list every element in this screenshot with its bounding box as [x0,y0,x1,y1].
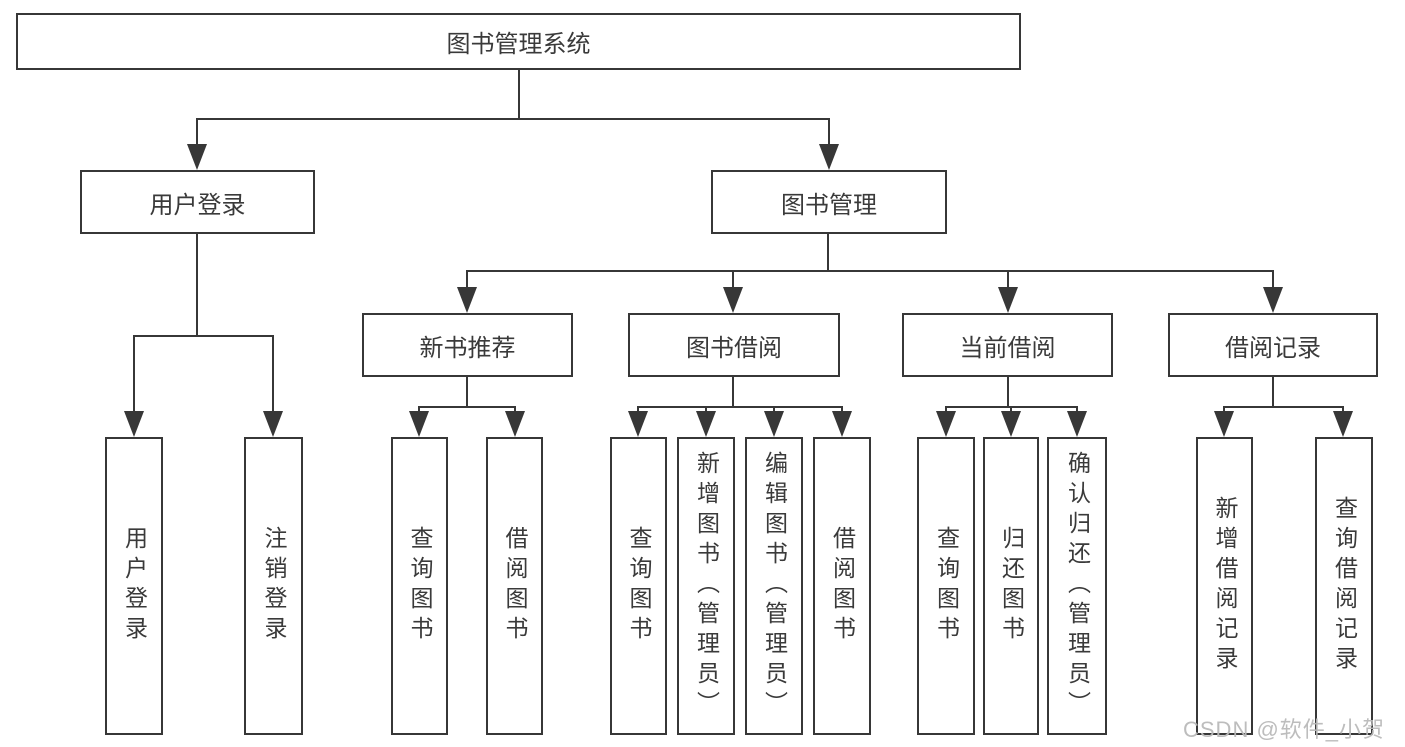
arrow-head-icon [457,287,477,313]
leaf-label: 查询图书 [626,526,652,646]
leaf-borrow-books: 借阅图书 [813,437,871,735]
leaf-label: 新增借阅记录 [1212,496,1238,676]
connector-line [1010,406,1012,414]
connector-line [1076,406,1078,414]
connector-line [637,406,639,414]
leaf-label: 用户登录 [121,526,148,646]
arrow-head-icon [263,411,283,437]
connector-line [1342,406,1344,414]
connector-line [466,377,468,408]
leaf-query-borrow-record: 查询借阅记录 [1315,437,1373,735]
arrow-head-icon [723,287,743,313]
connector-line [841,406,843,414]
connector-line [196,118,198,146]
connector-line [945,406,947,414]
node-label: 借阅记录 [1225,334,1321,362]
leaf-query-books-borrow: 查询图书 [610,437,667,735]
arrow-head-icon [1067,411,1087,437]
arrow-head-icon [1333,411,1353,437]
connector-line [732,377,734,408]
leaf-label: 借阅图书 [829,526,856,646]
leaf-confirm-return-admin: 确认归还（管理员） [1047,437,1107,735]
leaf-label: 注销登录 [261,526,287,646]
connector-line [1007,270,1009,290]
arrow-head-icon [832,411,852,437]
connector-line [466,270,468,290]
arrow-head-icon [505,411,525,437]
node-book-borrow: 图书借阅 [628,313,840,377]
arrow-head-icon [124,411,144,437]
node-root-label: 图书管理系统 [446,31,591,58]
connector-line [1223,406,1344,408]
leaf-label: 编辑图书（管理员） [761,451,788,721]
node-label: 新书推荐 [419,334,516,362]
leaf-label: 借阅图书 [502,526,528,646]
connector-line [196,234,198,337]
leaf-logout: 注销登录 [244,437,303,735]
leaf-return-books: 归还图书 [983,437,1039,735]
arrow-head-icon [1263,287,1283,313]
arrow-head-icon [409,411,429,437]
node-label: 用户登录 [149,191,246,219]
connector-line [828,118,830,146]
connector-line [1272,377,1274,408]
connector-line [272,335,274,413]
connector-line [133,335,274,337]
leaf-label: 查询图书 [407,526,433,646]
leaf-borrow-books-recommend: 借阅图书 [486,437,543,735]
node-label: 当前借阅 [959,334,1056,362]
connector-line [418,406,516,408]
connector-line [466,270,1274,272]
watermark: CSDN @软件_小贺同学 [1183,717,1386,742]
leaf-label: 归还图书 [998,526,1025,646]
connector-line [518,70,520,118]
leaf-label: 新增图书（管理员） [693,451,720,721]
arrow-head-icon [1214,411,1234,437]
connector-line [773,406,775,414]
leaf-user-login: 用户登录 [105,437,163,735]
leaf-label: 查询借阅记录 [1331,496,1358,676]
node-user-login: 用户登录 [80,170,315,234]
arrow-head-icon [628,411,648,437]
leaf-query-books-recommend: 查询图书 [391,437,448,735]
connector-line [732,270,734,290]
connector-line [514,406,516,414]
leaf-label: 查询图书 [933,526,960,646]
connector-line [196,118,830,120]
leaf-label: 确认归还（管理员） [1064,451,1091,721]
node-current-borrow: 当前借阅 [902,313,1113,377]
connector-line [1272,270,1274,290]
leaf-add-borrow-record: 新增借阅记录 [1196,437,1253,735]
arrow-head-icon [819,144,839,170]
node-new-book-recommend: 新书推荐 [362,313,573,377]
node-borrow-records: 借阅记录 [1168,313,1378,377]
connector-line [827,234,829,272]
leaf-query-books-current: 查询图书 [917,437,975,735]
connector-line [1223,406,1225,414]
arrow-head-icon [998,287,1018,313]
arrow-head-icon [696,411,716,437]
node-label: 图书借阅 [686,334,782,362]
leaf-edit-books-admin: 编辑图书（管理员） [745,437,803,735]
arrow-head-icon [1001,411,1021,437]
leaf-add-books-admin: 新增图书（管理员） [677,437,735,735]
connector-line [637,406,843,408]
node-label: 图书管理 [781,191,877,219]
connector-line [705,406,707,414]
node-book-management: 图书管理 [711,170,947,234]
connector-line [133,335,135,413]
arrow-head-icon [187,144,207,170]
connector-line [418,406,420,414]
node-root: 图书管理系统 [16,13,1021,70]
connector-line [1007,377,1009,408]
arrow-head-icon [936,411,956,437]
arrow-head-icon [764,411,784,437]
